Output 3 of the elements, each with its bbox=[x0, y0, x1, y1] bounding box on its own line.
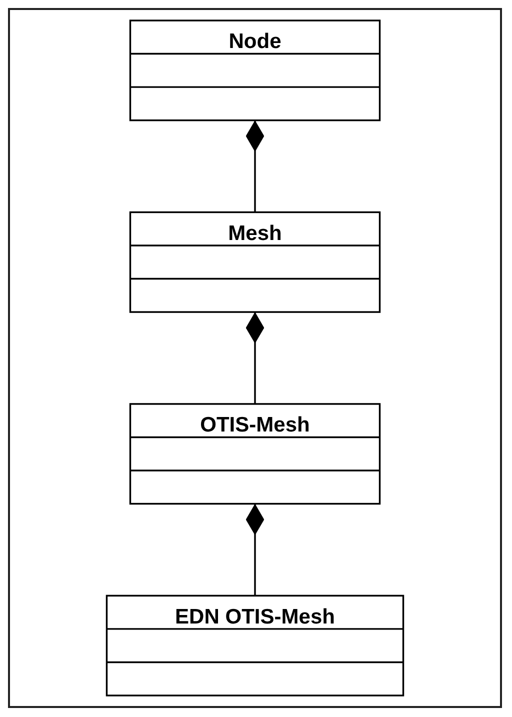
connector bbox=[246, 504, 264, 596]
connector bbox=[246, 312, 264, 404]
connector bbox=[246, 120, 264, 212]
